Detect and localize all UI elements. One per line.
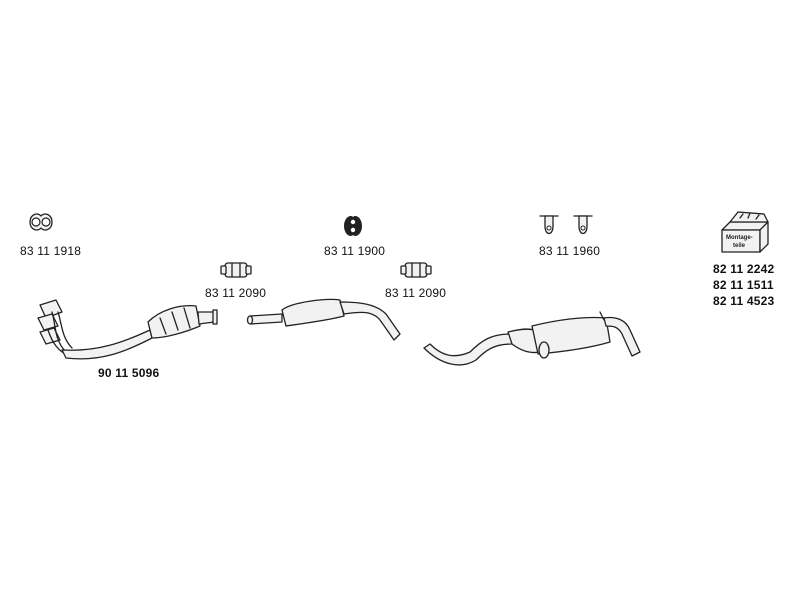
kit-label-line1: Montage- xyxy=(726,235,753,241)
rear-silencer-icon xyxy=(423,311,641,366)
kit-label-line2: teile xyxy=(733,243,746,249)
exhaust-hanger-icon-right xyxy=(573,215,593,235)
flange-gasket-icon xyxy=(29,213,53,231)
pipe-clamp-icon-right xyxy=(400,262,432,278)
part-number-front-pipe: 90 11 5096 xyxy=(98,366,160,380)
front-pipe-catalyst-icon xyxy=(37,299,218,360)
rubber-mount-icon xyxy=(344,216,362,236)
part-number-kit-3: 82 11 4523 xyxy=(713,294,775,308)
part-number-clamp-right: 83 11 2090 xyxy=(385,286,447,300)
part-number-rubber-mount: 83 11 1900 xyxy=(324,244,386,258)
part-number-kit-1: 82 11 2242 xyxy=(713,262,775,276)
part-number-gasket: 83 11 1918 xyxy=(20,244,82,258)
exhaust-hanger-icon-left xyxy=(539,215,559,235)
pipe-clamp-icon-left xyxy=(220,262,252,278)
part-number-kit-2: 82 11 1511 xyxy=(713,278,774,292)
mounting-kit-box-icon: Montage- teile xyxy=(721,211,769,253)
part-number-hanger: 83 11 1960 xyxy=(539,244,601,258)
part-number-clamp-left: 83 11 2090 xyxy=(205,286,267,300)
middle-silencer-icon xyxy=(246,298,401,341)
